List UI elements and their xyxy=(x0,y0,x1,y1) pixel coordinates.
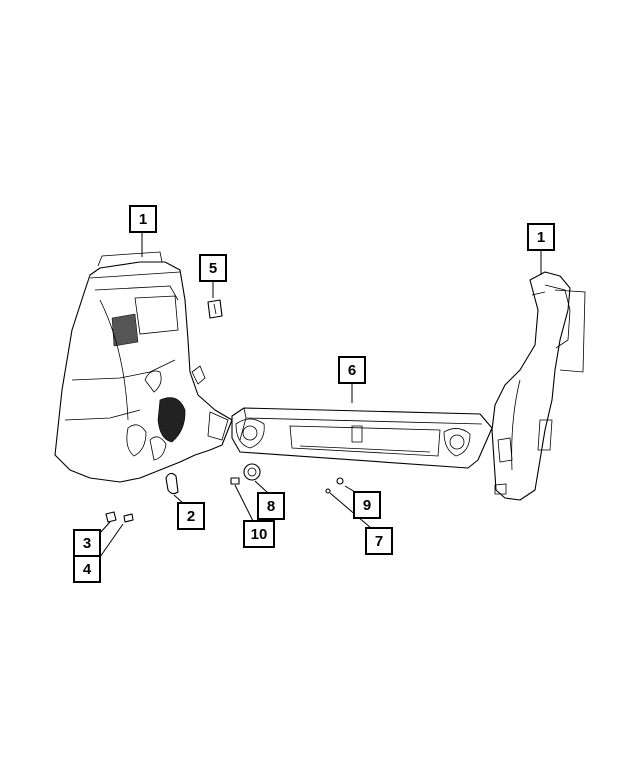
svg-text:7: 7 xyxy=(375,533,383,550)
callout-7: 7 xyxy=(365,527,393,555)
callout-3: 3 xyxy=(73,529,101,557)
svg-text:2: 2 xyxy=(187,508,195,525)
svg-text:10: 10 xyxy=(251,526,268,543)
svg-text:8: 8 xyxy=(267,498,275,515)
clip-part-5 xyxy=(207,299,223,319)
callout-1-right: 1 xyxy=(527,223,555,251)
fastener-part-3 xyxy=(105,511,117,523)
callout-5: 5 xyxy=(199,254,227,282)
nut-part-9 xyxy=(336,477,344,485)
quarter-trim-panel-right xyxy=(491,271,586,501)
clip-part-7 xyxy=(325,488,331,494)
screw-part-10 xyxy=(230,477,240,485)
callout-6: 6 xyxy=(338,356,366,384)
svg-text:9: 9 xyxy=(363,497,371,514)
callout-10: 10 xyxy=(243,520,275,548)
callout-1-left: 1 xyxy=(129,205,157,233)
liftgate-scuff-plate xyxy=(231,407,493,469)
callout-9: 9 xyxy=(353,491,381,519)
svg-text:4: 4 xyxy=(83,561,92,578)
quarter-trim-panel-left xyxy=(54,251,233,483)
svg-text:1: 1 xyxy=(537,229,545,246)
ring-part-8 xyxy=(243,463,261,481)
svg-text:1: 1 xyxy=(139,211,147,228)
svg-text:3: 3 xyxy=(83,535,91,552)
hook-part-2 xyxy=(165,472,179,495)
svg-text:5: 5 xyxy=(209,260,217,277)
svg-text:6: 6 xyxy=(348,362,356,379)
callout-4: 4 xyxy=(73,555,101,583)
callout-8: 8 xyxy=(257,492,285,520)
callout-2: 2 xyxy=(177,502,205,530)
fastener-part-4 xyxy=(123,513,134,523)
